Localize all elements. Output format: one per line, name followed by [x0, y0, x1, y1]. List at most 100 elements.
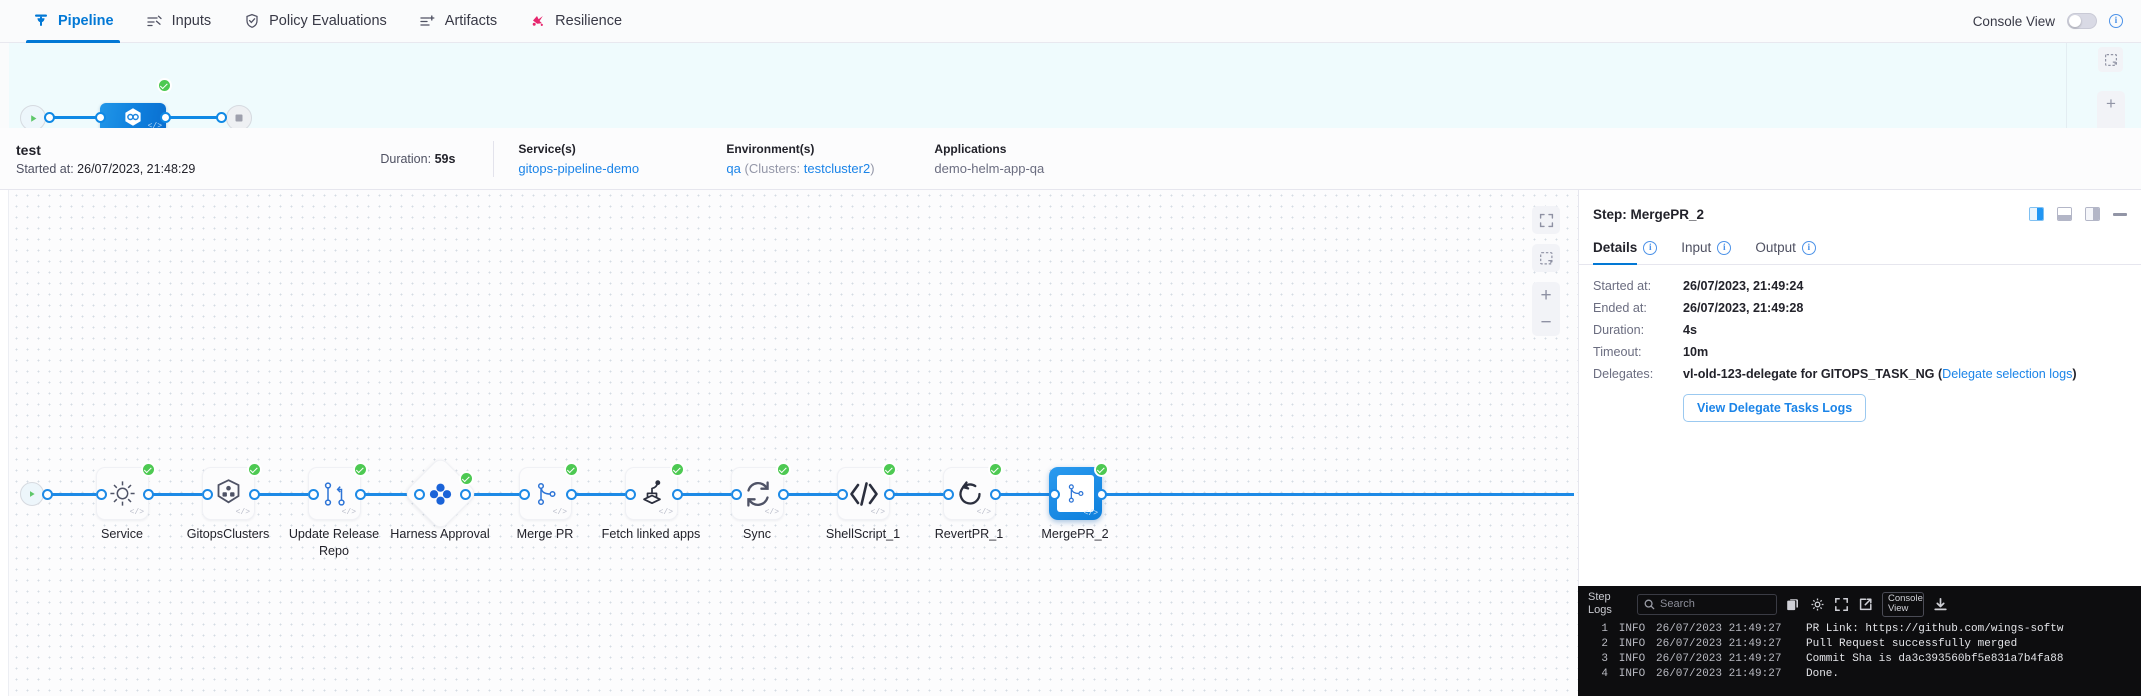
log-line-number: 2: [1601, 638, 1608, 650]
info-icon[interactable]: i: [2109, 14, 2123, 28]
console-view-label: Console View: [1972, 13, 2055, 29]
stage-zoom-controls[interactable]: + −: [2097, 91, 2125, 128]
step-graph-canvas[interactable]: </> Service </> GitopsClusters: [0, 190, 1578, 696]
view-delegate-tasks-logs-button[interactable]: View Delegate Tasks Logs: [1683, 394, 1867, 422]
port-out-fetch: [672, 489, 683, 500]
step-code-icon: </>: [658, 508, 673, 517]
log-severity: INFO: [1618, 638, 1646, 650]
stage-node-test[interactable]: </>: [100, 103, 166, 128]
stage-graph-strip: </> test + −: [0, 43, 2141, 128]
info-icon[interactable]: i: [1643, 240, 1658, 255]
edge-start-service: [50, 493, 102, 496]
tab-policy-evaluations[interactable]: Policy Evaluations: [229, 0, 401, 43]
environment-label: Environment(s): [726, 141, 815, 156]
console-search-input[interactable]: Search: [1637, 593, 1777, 615]
stage-edge-2: [168, 116, 222, 119]
stage-strip-controls-pane: + −: [2066, 43, 2141, 128]
step-node-service[interactable]: </>: [96, 467, 149, 520]
canvas-zoom-in-button[interactable]: +: [1540, 284, 1552, 306]
step-label-fetch-linked-apps: Fetch linked apps: [601, 527, 701, 541]
step-status-sync: [776, 462, 791, 477]
edge-merge-fetch: [574, 493, 626, 496]
edge-shell-revert: [892, 493, 944, 496]
revert-pr-icon: [958, 480, 981, 505]
info-icon[interactable]: i: [1801, 240, 1816, 255]
nav-tab-list: Pipeline Inputs Policy: [0, 0, 636, 43]
tab-output-label: Output: [1755, 240, 1796, 255]
detail-row-ended-at: Ended at: 26/07/2023, 21:49:28: [1593, 301, 2127, 315]
canvas-zoom-out-button[interactable]: −: [1540, 311, 1552, 333]
delegates-text: vl-old-123-delegate for GITOPS_TASK_NG (: [1683, 367, 1943, 381]
shield-check-icon: [243, 12, 261, 30]
detail-value: vl-old-123-delegate for GITOPS_TASK_NG (…: [1683, 367, 2077, 381]
tab-artifacts[interactable]: Artifacts: [405, 0, 511, 43]
stage-zoom-out-button[interactable]: −: [2097, 117, 2125, 128]
detail-key: Timeout:: [1593, 345, 1642, 359]
copy-icon[interactable]: [1786, 597, 1801, 612]
stage-edge-1: [52, 116, 102, 119]
console-view-button[interactable]: Console View: [1882, 591, 1924, 617]
port-in-gitops: [202, 489, 213, 500]
top-navigation-bar: Pipeline Inputs Policy: [0, 0, 2141, 43]
play-icon: [30, 491, 35, 497]
step-node-harness-approval[interactable]: [403, 456, 478, 531]
stage-zoom-in-button[interactable]: +: [2106, 94, 2116, 113]
log-link[interactable]: https://github.com/wings-softw: [1865, 623, 2064, 635]
stage-end-node[interactable]: [226, 105, 252, 128]
step-node-mergepr-2[interactable]: </>: [1049, 467, 1102, 520]
tab-output[interactable]: Output i: [1755, 240, 1816, 264]
log-message: Done.: [1806, 668, 1840, 680]
environment-value[interactable]: qa: [726, 160, 741, 176]
bottom-view-icon[interactable]: [2057, 207, 2072, 221]
log-timestamp: 26/07/2023 21:49:27: [1656, 668, 1782, 680]
open-external-icon[interactable]: [1858, 597, 1873, 612]
detail-key: Started at:: [1593, 279, 1652, 293]
gear-icon[interactable]: [1810, 597, 1825, 612]
step-code-icon: </>: [552, 508, 567, 517]
detail-key: Duration:: [1593, 323, 1645, 337]
split-view-icon[interactable]: [2029, 207, 2044, 221]
search-icon: [1644, 599, 1655, 609]
step-label-mergepr-2: MergePR_2: [1041, 527, 1109, 541]
gitops-clusters-icon: [217, 479, 240, 504]
resilience-icon: [529, 12, 547, 30]
stage-fit-screen-button[interactable]: [2098, 47, 2123, 72]
tab-details[interactable]: Details i: [1593, 240, 1658, 265]
log-message: Pull Request successfully merged: [1806, 638, 2018, 650]
log-line: 4 INFO 26/07/2023 21:49:27 Done.: [1588, 667, 2131, 682]
download-icon[interactable]: [1933, 597, 1948, 612]
detail-value: 10m: [1683, 345, 1709, 359]
applications-label: Applications: [934, 141, 1007, 156]
console-log-lines[interactable]: 1 INFO 26/07/2023 21:49:27 PR Link: http…: [1578, 622, 2141, 682]
sync-icon: [746, 480, 769, 507]
minimize-icon[interactable]: [2113, 212, 2127, 216]
detail-row-delegates: Delegates: vl-old-123-delegate for GITOP…: [1593, 367, 2127, 381]
tab-inputs[interactable]: Inputs: [132, 0, 226, 43]
tab-pipeline-label: Pipeline: [58, 13, 114, 29]
stage-port-out: [160, 112, 171, 123]
right-view-icon[interactable]: [2085, 207, 2100, 221]
execution-summary: test Started at: 26/07/2023, 21:48:29: [16, 142, 195, 176]
detail-row-started-at: Started at: 26/07/2023, 21:49:24: [1593, 279, 2127, 293]
expand-icon[interactable]: [1834, 597, 1849, 612]
service-value[interactable]: gitops-pipeline-demo: [518, 160, 640, 176]
execution-info-bar: test Started at: 26/07/2023, 21:48:29 Du…: [0, 128, 2141, 190]
tab-input[interactable]: Input i: [1681, 240, 1732, 264]
environment-clusters-prefix: (Clusters:: [740, 160, 804, 176]
delegate-selection-logs-link[interactable]: Delegate selection logs: [1942, 367, 2073, 381]
tab-pipeline[interactable]: Pipeline: [18, 0, 128, 43]
tab-resilience[interactable]: Resilience: [515, 0, 636, 43]
canvas-fit-button[interactable]: [1532, 244, 1560, 272]
log-timestamp: 26/07/2023 21:49:27: [1656, 623, 1782, 635]
info-icon[interactable]: i: [1717, 240, 1732, 255]
canvas-start-node[interactable]: [20, 482, 44, 506]
console-view-switch[interactable]: [2067, 13, 2097, 29]
canvas-fullscreen-button[interactable]: [1532, 206, 1560, 234]
step-node-fetch-linked-apps[interactable]: </>: [625, 467, 678, 520]
detail-row-timeout: Timeout: 10m: [1593, 345, 2127, 359]
step-label-sync: Sync: [743, 527, 771, 541]
environment-clusters-value[interactable]: testcluster2: [803, 160, 871, 176]
canvas-zoom-controls[interactable]: + −: [1532, 282, 1560, 336]
stage-start-node[interactable]: [20, 105, 46, 128]
port-out-update: [355, 489, 366, 500]
